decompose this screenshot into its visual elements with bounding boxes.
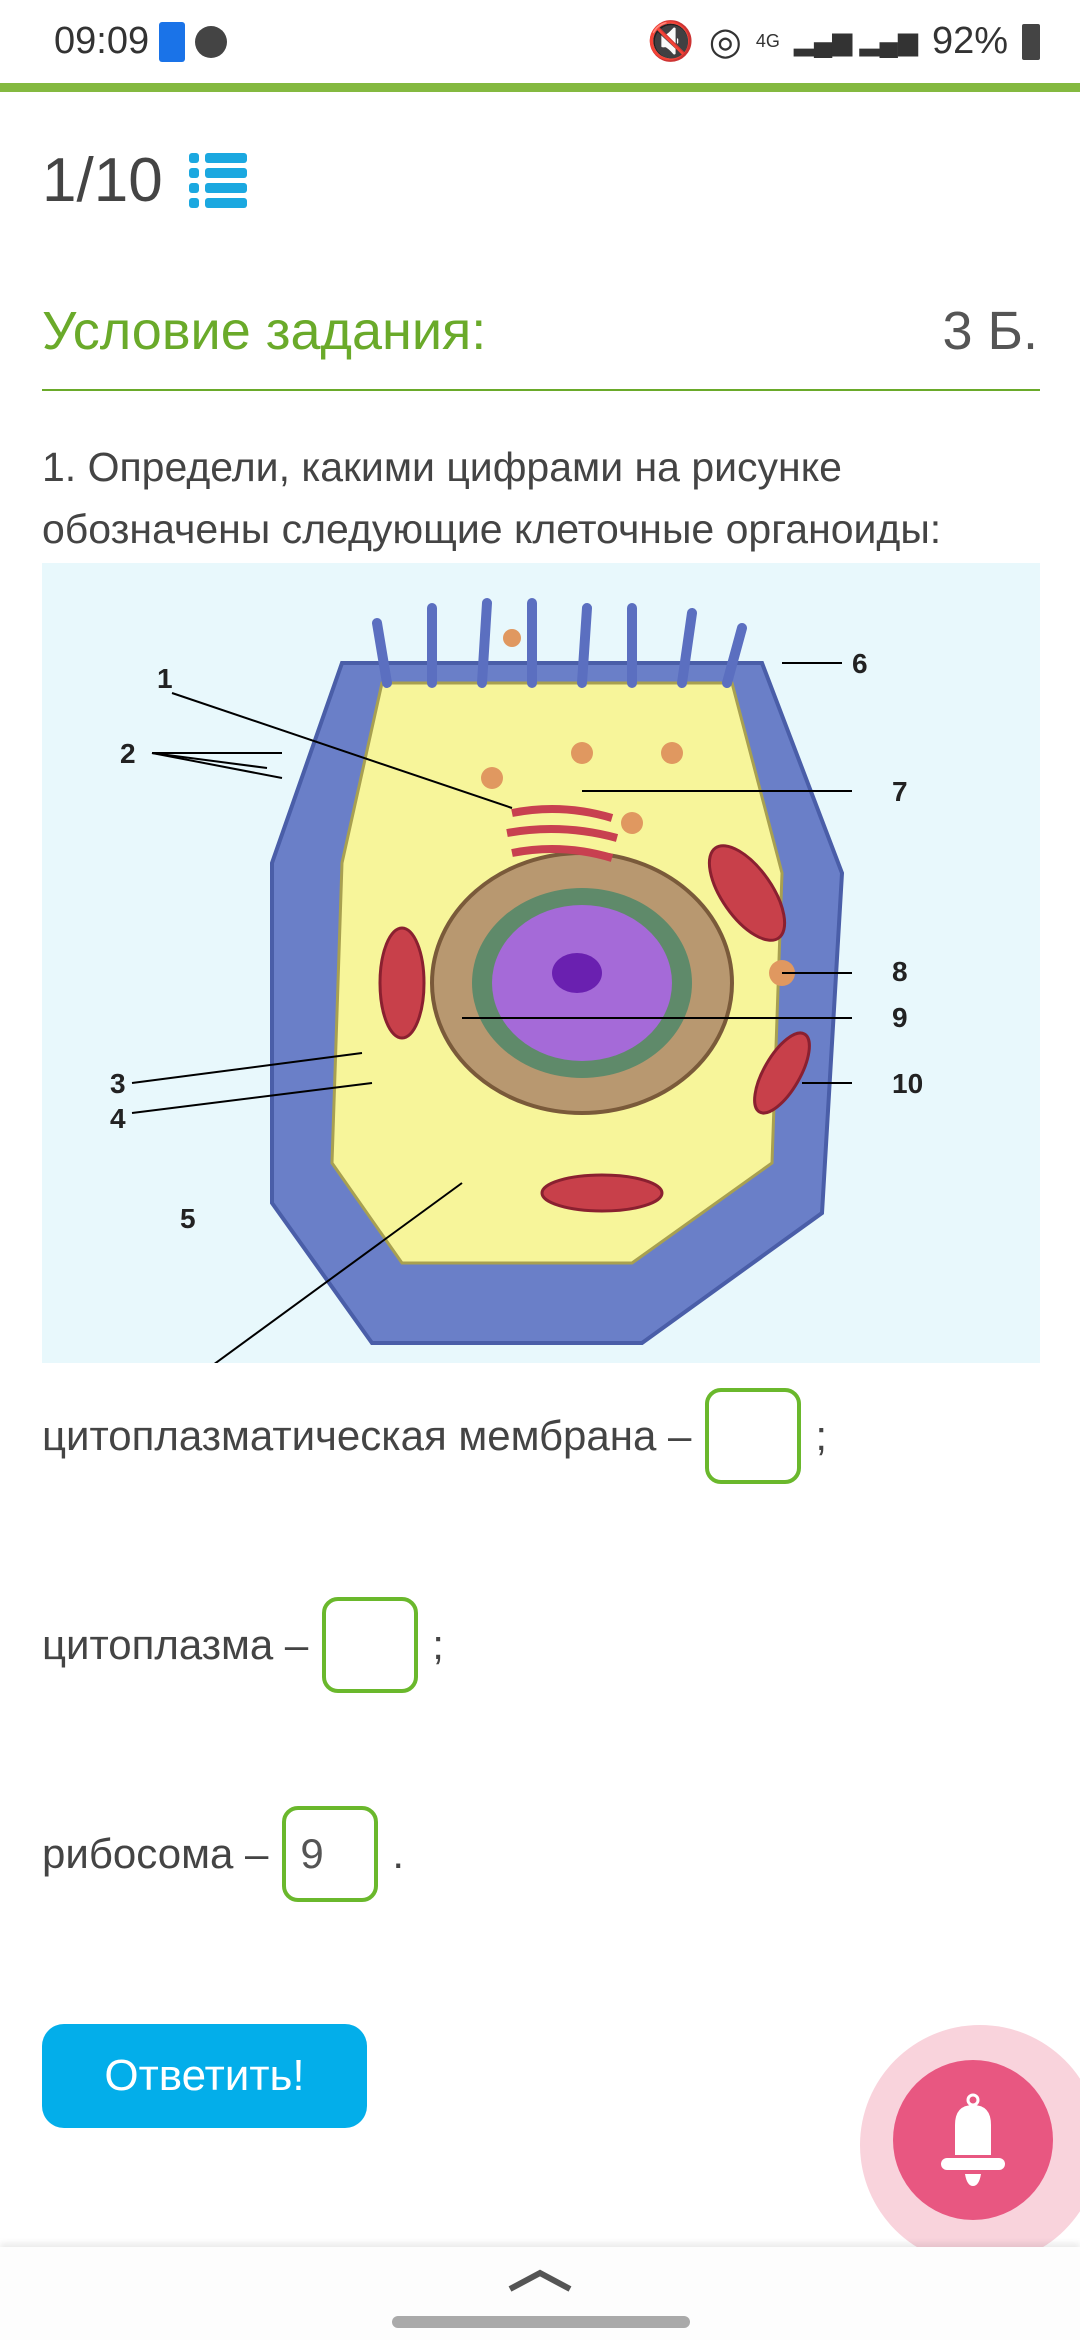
label-2: 2 (120, 738, 136, 769)
divider (42, 389, 1040, 391)
progress-bar (0, 83, 1080, 92)
battery-percent: 92% (931, 20, 1008, 62)
status-bar: 09:09 🔇 ◎ 4G ▂▄▆ ▂▄▆ 92% (0, 0, 1080, 83)
answer-suffix: . (392, 1830, 404, 1877)
answer-row-membrane: цитоплазматическая мембрана – ; (42, 1388, 827, 1484)
task-points: 3 Б. (942, 301, 1038, 361)
bell-icon (941, 2093, 1005, 2186)
question-counter: 1/10 (42, 145, 247, 216)
answer-input-ribosome[interactable]: 9 (282, 1806, 379, 1902)
label-10: 10 (892, 1068, 923, 1099)
chevron-up-icon[interactable] (507, 2267, 573, 2293)
answer-label: цитоплазма – (42, 1621, 309, 1668)
label-6: 6 (852, 648, 868, 679)
answer-label: цитоплазматическая мембрана – (42, 1412, 692, 1459)
counter-text: 1/10 (42, 146, 163, 215)
answer-suffix: ; (815, 1412, 828, 1459)
answer-suffix: ; (432, 1621, 444, 1668)
question-text: 1. Определи, какими цифрами на рисунке о… (42, 444, 942, 552)
answer-row-ribosome: рибосома – 9 . (42, 1806, 404, 1902)
answer-row-cytoplasm: цитоплазма – ; (42, 1597, 444, 1693)
label-9: 9 (892, 1002, 908, 1033)
clock: 09:09 (54, 20, 150, 62)
label-1: 1 (157, 663, 173, 694)
task-title: Условие задания: (42, 301, 487, 361)
network-type: 4G (755, 31, 780, 51)
shazam-icon (195, 25, 228, 58)
signal-icon: ▂▄▆ ▂▄▆ (793, 26, 918, 56)
answer-input-cytoplasm[interactable] (322, 1597, 419, 1693)
word-app-icon (159, 21, 186, 62)
label-3: 3 (110, 1068, 126, 1099)
cell-diagram: 1 2 3 4 5 6 7 8 9 10 (42, 563, 1040, 1374)
notification-bell-button[interactable] (893, 2060, 1053, 2220)
answer-label: рибосома – (42, 1830, 269, 1877)
label-4: 4 (110, 1103, 126, 1134)
home-handle[interactable] (392, 2316, 690, 2328)
hotspot-icon: ◎ (708, 21, 742, 63)
label-7: 7 (892, 776, 908, 807)
label-5: 5 (180, 1203, 196, 1234)
question-list-icon[interactable] (188, 152, 247, 209)
answer-input-membrane[interactable] (705, 1388, 802, 1484)
battery-icon (1022, 23, 1040, 60)
submit-button[interactable]: Ответить! (42, 2024, 367, 2128)
mute-vibrate-icon: 🔇 (647, 20, 695, 63)
label-8: 8 (892, 956, 908, 987)
